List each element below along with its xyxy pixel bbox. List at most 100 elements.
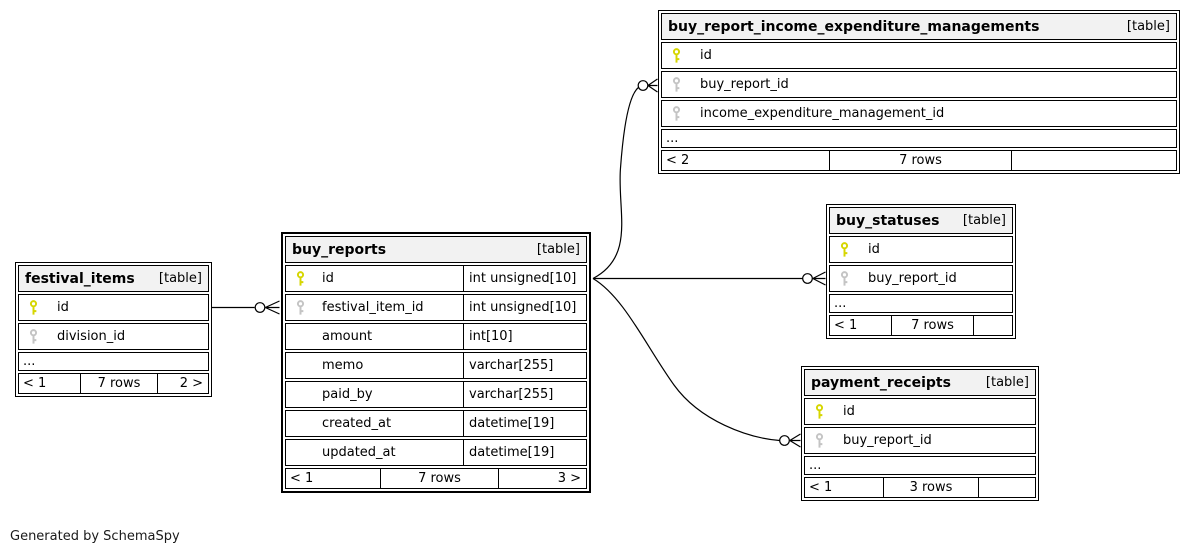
table-header[interactable]: payment_receipts [table] — [804, 369, 1036, 396]
outgoing-relations-count: 3 > — [557, 471, 581, 486]
table-header[interactable]: buy_reports [table] — [285, 236, 587, 263]
primary-key-icon — [839, 241, 850, 258]
crow-foot-icon — [265, 300, 280, 315]
zero-cardinality-circle-icon — [802, 273, 813, 284]
column-name: id — [322, 271, 334, 286]
table-footer: < 1 7 rows — [829, 315, 1013, 336]
column-name: buy_report_id — [843, 433, 932, 448]
column-type: varchar[255] — [463, 353, 586, 378]
relationship-line — [592, 277, 780, 442]
column-row-id: id — [661, 42, 1177, 69]
table-buy-reports: buy_reports [table] id int unsigned[10] … — [281, 232, 591, 493]
column-row-id: id int unsigned[10] — [285, 265, 587, 292]
column-row-buy-report-id: buy_report_id — [661, 71, 1177, 98]
column-row-created-at: created_at datetime[19] — [285, 410, 587, 437]
foreign-key-icon — [295, 299, 306, 316]
table-festival-items: festival_items [table] id division_id ..… — [15, 262, 212, 397]
foreign-key-icon — [671, 76, 682, 93]
column-row-id: id — [804, 398, 1036, 425]
table-footer: < 1 7 rows 3 > — [285, 468, 587, 489]
table-badge: [table] — [1126, 19, 1170, 34]
column-row-paid-by: paid_by varchar[255] — [285, 381, 587, 408]
more-columns-ellipsis: ... — [804, 456, 1036, 475]
column-type: datetime[19] — [463, 440, 586, 465]
column-name: memo — [322, 358, 364, 373]
table-title[interactable]: buy_statuses — [836, 212, 940, 229]
column-name: id — [868, 242, 880, 257]
table-buy-statuses: buy_statuses [table] id buy_report_id ..… — [826, 204, 1016, 339]
column-name: buy_report_id — [868, 271, 957, 286]
row-count: 7 rows — [829, 151, 1012, 170]
column-name: created_at — [322, 416, 392, 431]
column-row-buy-report-id: buy_report_id — [829, 265, 1013, 292]
column-name: festival_item_id — [322, 300, 424, 315]
relationship-line — [592, 87, 639, 280]
table-footer: < 2 7 rows — [661, 150, 1177, 171]
zero-cardinality-circle-icon — [637, 80, 649, 91]
incoming-relations-count: < 1 — [834, 318, 858, 333]
row-count: 3 rows — [883, 478, 979, 497]
table-title[interactable]: payment_receipts — [811, 374, 951, 391]
table-payment-receipts: payment_receipts [table] id buy_report_i… — [801, 366, 1039, 501]
column-row-festival-item-id: festival_item_id int unsigned[10] — [285, 294, 587, 321]
column-name: id — [700, 48, 712, 63]
foreign-key-icon — [839, 270, 850, 287]
table-header[interactable]: buy_statuses [table] — [829, 207, 1013, 234]
column-row-buy-report-id: buy_report_id — [804, 427, 1036, 454]
primary-key-icon — [814, 403, 825, 420]
column-name: income_expenditure_management_id — [700, 106, 945, 121]
more-columns-ellipsis: ... — [661, 129, 1177, 148]
column-name: id — [843, 404, 855, 419]
crow-foot-icon — [789, 433, 801, 448]
primary-key-icon — [28, 299, 39, 316]
column-type: int unsigned[10] — [463, 266, 586, 291]
more-columns-ellipsis: ... — [18, 352, 209, 371]
table-buy-report-income-expenditure-managements: buy_report_income_expenditure_management… — [658, 10, 1180, 174]
column-type: int unsigned[10] — [463, 295, 586, 320]
table-title[interactable]: buy_reports — [292, 241, 387, 258]
table-badge: [table] — [962, 213, 1006, 228]
generated-by-note: Generated by SchemaSpy — [10, 529, 180, 544]
row-count: 7 rows — [891, 316, 974, 335]
column-name: buy_report_id — [700, 77, 789, 92]
column-name: id — [57, 300, 69, 315]
table-badge: [table] — [985, 375, 1029, 390]
column-name: division_id — [57, 329, 126, 344]
more-columns-ellipsis: ... — [829, 294, 1013, 313]
primary-key-icon — [295, 270, 306, 287]
foreign-key-icon — [814, 432, 825, 449]
table-title[interactable]: buy_report_income_expenditure_management… — [668, 18, 1040, 35]
column-name: amount — [322, 329, 373, 344]
foreign-key-icon — [28, 328, 39, 345]
column-row-income-expenditure-management-id: income_expenditure_management_id — [661, 100, 1177, 127]
table-header[interactable]: festival_items [table] — [18, 265, 209, 292]
outgoing-relations-count: 2 > — [179, 376, 203, 391]
zero-cardinality-circle-icon — [254, 302, 266, 313]
column-name: updated_at — [322, 445, 396, 460]
column-row-id: id — [829, 236, 1013, 263]
row-count: 7 rows — [380, 469, 499, 488]
crow-foot-icon — [812, 271, 826, 286]
column-row-updated-at: updated_at datetime[19] — [285, 439, 587, 466]
relationship-festival-items-to-buy-reports — [212, 300, 280, 315]
column-type: varchar[255] — [463, 382, 586, 407]
column-type: int[10] — [463, 324, 586, 349]
table-header[interactable]: buy_report_income_expenditure_management… — [661, 13, 1177, 40]
column-row-division-id: division_id — [18, 323, 209, 350]
table-badge: [table] — [536, 242, 580, 257]
primary-key-icon — [671, 47, 682, 64]
column-row-memo: memo varchar[255] — [285, 352, 587, 379]
table-title[interactable]: festival_items — [25, 270, 135, 287]
row-count: 7 rows — [80, 374, 158, 393]
zero-cardinality-circle-icon — [779, 435, 790, 446]
incoming-relations-count: < 1 — [290, 471, 314, 486]
incoming-relations-count: < 1 — [23, 376, 47, 391]
table-badge: [table] — [158, 271, 202, 286]
column-name: paid_by — [322, 387, 373, 402]
crow-foot-icon — [647, 78, 658, 93]
incoming-relations-count: < 1 — [809, 480, 833, 495]
table-footer: < 1 3 rows — [804, 477, 1036, 498]
column-row-amount: amount int[10] — [285, 323, 587, 350]
